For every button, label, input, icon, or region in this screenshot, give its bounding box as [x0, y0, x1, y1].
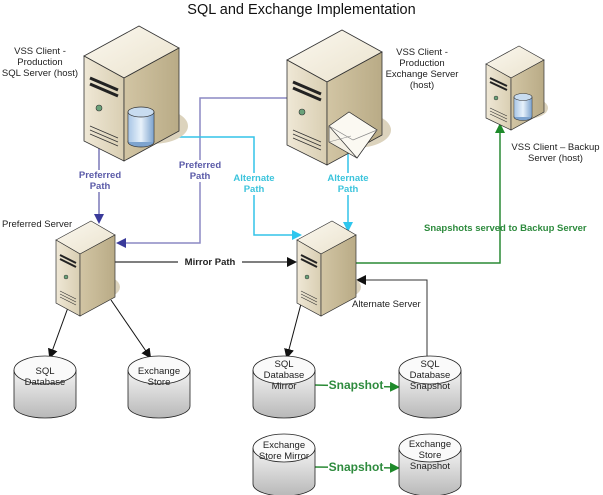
db-label-line: Database — [24, 377, 66, 388]
exchange-host-label-line: (host) — [409, 80, 435, 91]
diagram-title: SQL and Exchange Implementation — [187, 2, 416, 18]
exchange-store-label: Exchange Store — [128, 366, 190, 388]
sql-database-cylinder-icon — [13, 355, 77, 419]
exchange-alternate-path-label: Alternate Path — [320, 173, 376, 195]
sql-database-snapshot-label: SQL Database Snapshot — [399, 359, 461, 392]
db-label-line: Exchange — [137, 366, 181, 377]
edge-snapshots-backup — [355, 123, 505, 264]
edge-sql-snapshot-to-alternate — [356, 275, 428, 360]
exchange-store-snapshot-cylinder-icon — [398, 433, 462, 495]
db-label-line: Mirror — [271, 381, 297, 392]
exchange-store-mirror-label: Exchange Store Mirror — [253, 440, 315, 462]
edge-label-line: Preferred — [178, 160, 222, 171]
edge-label-line: Alternate — [327, 173, 369, 184]
edge-label-line: Path — [89, 181, 111, 192]
exchange-preferred-path-label: Preferred Path — [172, 160, 228, 182]
edge-label-line: Path — [189, 171, 211, 182]
edge-label-line: Path — [243, 184, 265, 195]
exchange-host-server-icon — [286, 29, 391, 166]
db-label-line: Store — [418, 450, 442, 461]
edge-preferred-to-sql-db — [48, 301, 71, 359]
exchange-host-label-line: Production — [399, 58, 445, 69]
exchange-store-snapshot-label: Exchange Store Snapshot — [399, 439, 461, 472]
db-label-line: Exchange — [408, 439, 452, 450]
exchange-store-mirror-cylinder-icon — [252, 433, 316, 495]
exchange-host-label-line: VSS Client - — [396, 47, 448, 58]
db-label-line: SQL — [35, 366, 55, 377]
db-label-line: Store — [147, 377, 171, 388]
sql-database-label: SQL Database — [14, 366, 76, 388]
sql-preferred-path-label: Preferred Path — [72, 170, 128, 192]
sql-database-mirror-cylinder-icon — [252, 355, 316, 419]
db-label-line: SQL — [420, 359, 440, 370]
exchange-snapshot-label: Snapshot — [328, 460, 384, 474]
edge-label-line: Preferred — [78, 170, 122, 181]
sql-host-label: VSS Client - Production SQL Server (host… — [0, 46, 80, 79]
alternate-server-label: Alternate Server — [352, 299, 421, 310]
sql-alternate-path-label: Alternate Path — [226, 173, 282, 195]
backup-host-server-icon — [485, 45, 548, 131]
sql-host-label-line: SQL Server (host) — [1, 68, 79, 79]
backup-host-label: VSS Client – Backup Server (host) — [508, 142, 603, 164]
sql-database-snapshot-cylinder-icon — [398, 355, 462, 419]
backup-host-label-line: VSS Client – Backup — [511, 142, 600, 153]
sql-snapshot-label: Snapshot — [328, 378, 384, 392]
exchange-host-label: VSS Client - Production Exchange Server … — [382, 47, 462, 91]
db-label-line: Store Mirror — [258, 451, 310, 462]
snapshots-backup-label: Snapshots served to Backup Server — [424, 223, 587, 234]
exchange-host-label-line: Exchange Server — [385, 69, 459, 80]
mail-icon — [328, 111, 378, 159]
sql-host-label-line: VSS Client - — [14, 46, 66, 57]
edge-alternate-to-sql-mirror — [284, 299, 303, 359]
db-label-line: Exchange — [262, 440, 306, 451]
db-label-line: Database — [409, 370, 451, 381]
db-label-line: Snapshot — [409, 381, 451, 392]
sql-host-server-icon — [83, 25, 188, 162]
edge-label-line: Path — [337, 184, 359, 195]
exchange-store-cylinder-icon — [127, 355, 191, 419]
db-label-line: Database — [263, 370, 305, 381]
alternate-server-icon — [296, 220, 361, 317]
sql-host-label-line: Production — [17, 57, 63, 68]
edge-label-line: Alternate — [233, 173, 275, 184]
backup-host-label-line: Server (host) — [528, 153, 583, 164]
db-label-line: Snapshot — [409, 461, 451, 472]
db-label-line: SQL — [274, 359, 294, 370]
edge-preferred-to-exchange-store — [110, 299, 152, 359]
mirror-path-label: Mirror Path — [178, 257, 242, 268]
sql-database-mirror-label: SQL Database Mirror — [253, 359, 315, 392]
preferred-server-label: Preferred Server — [2, 219, 73, 230]
preferred-server-icon — [55, 220, 120, 317]
